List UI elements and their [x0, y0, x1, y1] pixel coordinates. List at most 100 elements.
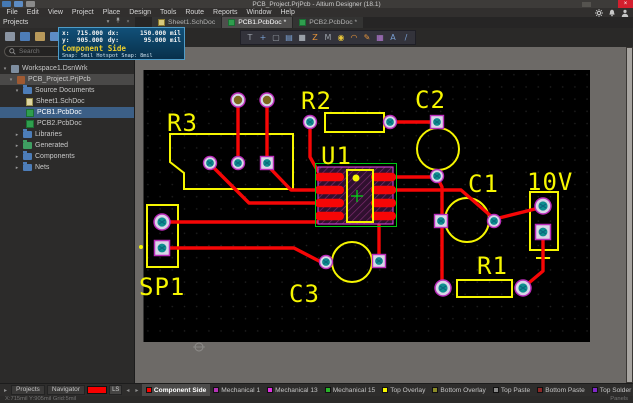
tree-item-pcb1[interactable]: PCB1.PcbDoc: [0, 107, 134, 118]
layer-tab-top-paste[interactable]: Top Paste: [489, 384, 533, 396]
menu-item-file[interactable]: File: [6, 9, 18, 16]
pcb-label-10V: 10V: [527, 168, 573, 196]
pcb-label-C2: C2: [415, 86, 446, 114]
status-coordinates: X:715mil Y:905mil Grid:5mil: [5, 396, 77, 402]
silkscreen-designators[interactable]: R3 R2 C2 U1 C1 10V SP1 C3 R1: [139, 86, 573, 308]
menu-item-tools[interactable]: Tools: [160, 9, 177, 16]
tree-item-components[interactable]: ▸ Components: [0, 151, 134, 162]
layer-tab-component-side[interactable]: Component Side: [142, 384, 210, 396]
menu-item-place[interactable]: Place: [102, 9, 121, 16]
layer-tab-top-overlay[interactable]: Top Overlay: [379, 384, 429, 396]
pcb-label-C1: C1: [468, 170, 499, 198]
editor-toolbar-band: T + ▢ ▤ ■ Z M ◉ ◠ ✎ ▦ A /: [135, 28, 633, 47]
layer-sets-button[interactable]: LS: [109, 385, 123, 395]
document-tabs: Sheet1.SchDoc PCB1.PcbDoc * PCB2.PcbDoc …: [152, 17, 364, 28]
tree-item-sheet1[interactable]: Sheet1.SchDoc: [0, 96, 134, 107]
expand-arrow-icon[interactable]: ▾: [3, 65, 7, 72]
save-all-icon[interactable]: [2, 1, 11, 7]
panel-dropdown-icon[interactable]: ▾: [106, 19, 110, 25]
compile-icon[interactable]: [50, 32, 60, 41]
outline-R3: [169, 133, 294, 190]
layer-color-swatch: [537, 387, 544, 393]
layer-tab-top-solder[interactable]: Top Solder: [588, 384, 633, 396]
pcb-canvas[interactable]: R3 R2 C2 U1 C1 10V SP1 C3 R1: [135, 47, 626, 383]
interactive-route-icon[interactable]: Z: [312, 33, 318, 42]
panels-button[interactable]: Panels: [610, 396, 628, 402]
scroll-layers-right-icon[interactable]: ▸: [135, 387, 139, 394]
U1-smd-pads: [315, 172, 396, 221]
tab-sheet1-schdoc[interactable]: Sheet1.SchDoc: [152, 17, 222, 28]
undo-icon[interactable]: [26, 1, 35, 7]
menu-item-project[interactable]: Project: [71, 9, 94, 16]
collapse-arrow-icon[interactable]: ▸: [15, 164, 19, 171]
place-component-icon[interactable]: ▦: [376, 33, 384, 42]
menu-item-design[interactable]: Design: [129, 9, 151, 16]
menu-item-window[interactable]: Window: [246, 9, 272, 16]
project-icon: [17, 75, 25, 84]
save-icon[interactable]: [20, 32, 30, 41]
collapse-arrow-icon[interactable]: ▸: [15, 153, 19, 160]
layer-tab-bottom-overlay[interactable]: Bottom Overlay: [429, 384, 489, 396]
active-layer-color-swatch[interactable]: [87, 386, 108, 394]
place-fill-icon[interactable]: ■: [298, 33, 306, 42]
new-document-icon[interactable]: [5, 32, 15, 41]
expand-arrow-icon[interactable]: ▾: [15, 87, 19, 94]
collapse-arrow-icon[interactable]: ▸: [15, 142, 19, 149]
user-account-icon[interactable]: [621, 9, 629, 17]
tree-item-pcb2[interactable]: PCB2.PcbDoc: [0, 118, 134, 129]
area-select-icon[interactable]: ▢: [272, 33, 280, 42]
layer-tab-mechanical-13[interactable]: Mechanical 13: [264, 384, 322, 396]
menu-item-help[interactable]: Help: [280, 9, 295, 16]
place-line-icon[interactable]: /: [404, 33, 408, 42]
menu-item-edit[interactable]: Edit: [26, 9, 39, 16]
tree-item-generated[interactable]: ▸ Generated: [0, 140, 134, 151]
hud-dx-label: dx:: [107, 30, 119, 37]
collapse-arrow-icon[interactable]: ▸: [15, 131, 19, 138]
pcb-label-R3: R3: [167, 109, 198, 137]
tree-label: Generated: [35, 142, 69, 149]
panel-close-icon[interactable]: ×: [126, 19, 130, 25]
scrollbar-thumb[interactable]: [627, 48, 632, 382]
canvas-vertical-scrollbar[interactable]: [626, 47, 633, 383]
select-filter-icon[interactable]: T: [247, 33, 253, 42]
tree-item-pcb-project[interactable]: ▾ PCB_Project.PrjPcb: [0, 74, 134, 85]
menu-item-view[interactable]: View: [47, 9, 63, 16]
workspace-icon: [11, 64, 19, 73]
pcb-drawing: R3 R2 C2 U1 C1 10V SP1 C3 R1: [139, 70, 590, 352]
open-folder-icon[interactable]: [35, 32, 45, 41]
layer-tab-mechanical-1[interactable]: Mechanical 1: [210, 384, 264, 396]
pcb-label-R1: R1: [477, 252, 508, 280]
panel-pin-icon[interactable]: [114, 17, 122, 29]
move-icon[interactable]: +: [259, 33, 267, 42]
place-pad-icon[interactable]: ▤: [285, 33, 293, 42]
layer-color-swatch: [432, 387, 439, 393]
close-button[interactable]: ×: [618, 0, 633, 8]
panel-tab-projects[interactable]: Projects: [11, 385, 45, 395]
minimize-button[interactable]: [582, 2, 591, 7]
settings-gear-icon[interactable]: [595, 8, 603, 17]
panels-expand-icon[interactable]: ▸: [3, 387, 7, 394]
notifications-bell-icon[interactable]: [608, 9, 616, 17]
origin-marker: [193, 342, 205, 352]
panel-tab-navigator[interactable]: Navigator: [46, 385, 86, 395]
scroll-layers-left-icon[interactable]: ◂: [126, 387, 130, 394]
layer-tab-mechanical-15[interactable]: Mechanical 15: [321, 384, 379, 396]
tree-item-libraries[interactable]: ▸ Libraries: [0, 129, 134, 140]
expand-arrow-icon[interactable]: ▾: [9, 76, 13, 83]
folder-icon: [23, 140, 32, 149]
tab-pcb1-pcbdoc[interactable]: PCB1.PcbDoc *: [222, 17, 293, 28]
place-arc-icon[interactable]: ◠: [350, 33, 358, 42]
tab-pcb2-pcbdoc[interactable]: PCB2.PcbDoc *: [293, 17, 364, 28]
layer-tab-bottom-paste[interactable]: Bottom Paste: [534, 384, 589, 396]
place-via-icon[interactable]: ◉: [337, 33, 345, 42]
menu-item-reports[interactable]: Reports: [213, 9, 238, 16]
tree-item-source-documents[interactable]: ▾ Source Documents: [0, 85, 134, 96]
tree-item-workspace[interactable]: ▾ Workspace1.DsnWrk: [0, 63, 134, 74]
place-string-icon[interactable]: A: [390, 33, 396, 42]
menu-item-route[interactable]: Route: [185, 9, 205, 16]
tree-item-nets[interactable]: ▸ Nets: [0, 162, 134, 173]
open-icon[interactable]: [14, 1, 23, 7]
pcb-component-U1[interactable]: [315, 163, 397, 227]
multi-route-icon[interactable]: M: [324, 33, 332, 42]
edit-icon[interactable]: ✎: [363, 33, 371, 42]
